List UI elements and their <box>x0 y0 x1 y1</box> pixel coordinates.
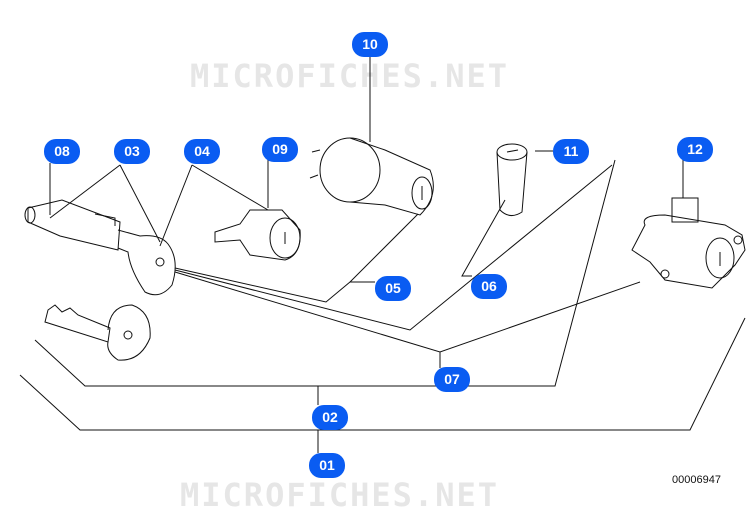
key-part <box>44 304 151 361</box>
ignition-switch-part <box>309 137 434 216</box>
callout-06[interactable]: 06 <box>471 274 507 299</box>
lock-cylinder-part <box>24 199 176 296</box>
watermark-top: MICROFICHES.NET <box>190 57 509 95</box>
lock-insert-part <box>496 143 528 216</box>
watermark-bottom: MICROFICHES.NET <box>180 476 499 514</box>
callout-04[interactable]: 04 <box>184 139 220 164</box>
callout-03[interactable]: 03 <box>114 139 150 164</box>
trunk-lock-part <box>631 197 746 289</box>
callout-01[interactable]: 01 <box>309 453 345 478</box>
diagram-reference-number: 00006947 <box>672 474 721 486</box>
callout-11[interactable]: 11 <box>553 139 589 164</box>
callout-08[interactable]: 08 <box>44 139 80 164</box>
callout-02[interactable]: 02 <box>312 405 348 430</box>
leader-lines <box>19 56 746 453</box>
callout-05[interactable]: 05 <box>375 276 411 301</box>
door-lock-part <box>214 209 301 261</box>
callout-10[interactable]: 10 <box>352 32 388 57</box>
callout-12[interactable]: 12 <box>677 137 713 162</box>
callout-07[interactable]: 07 <box>434 367 470 392</box>
callout-09[interactable]: 09 <box>262 137 298 162</box>
